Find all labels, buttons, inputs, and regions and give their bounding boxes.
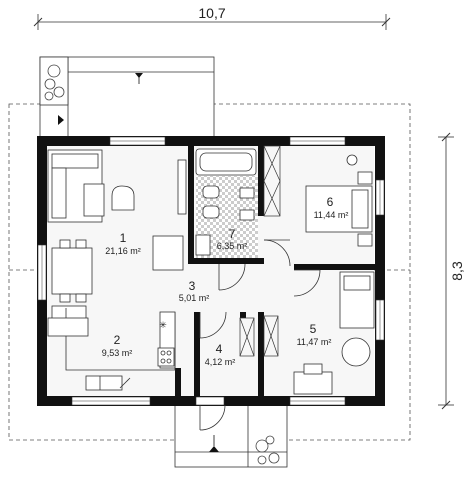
room-6-area: 11,44 m² (314, 210, 349, 220)
width-dimension: 10,7 (33, 5, 391, 30)
room-5-area: 11,47 m² (297, 337, 332, 347)
height-dimension: 8,3 (438, 132, 465, 410)
roof-outline (8, 103, 411, 441)
round-table (341, 337, 371, 367)
sink (85, 375, 123, 391)
toilet (202, 185, 220, 199)
room-4-area: 4,12 m² (205, 357, 236, 367)
dining-table (51, 247, 93, 295)
room-3-number: 3 (189, 279, 196, 293)
room-labels: 1 21,16 m² 2 9,53 m² 3 5,01 m² 4 4,12 m²… (102, 195, 349, 367)
stove (157, 347, 175, 367)
bedroom-furniture (293, 154, 375, 395)
desk (293, 371, 333, 395)
room-4-number: 4 (216, 342, 223, 356)
living-furniture (47, 149, 187, 327)
height-label: 8,3 (449, 261, 465, 281)
room-1-number: 1 (120, 231, 127, 245)
room-2-number: 2 (114, 333, 121, 347)
bathroom-fixtures (195, 148, 257, 256)
kitchen-counter: ✳ (47, 308, 176, 391)
room-5-number: 5 (310, 322, 317, 336)
interior-walls (175, 146, 375, 396)
doors (199, 239, 321, 431)
room-3-area: 5,01 m² (179, 293, 210, 303)
plant-icon (47, 64, 61, 78)
fridge-icon: ✳ (159, 320, 167, 330)
room-1-area: 21,16 m² (105, 246, 141, 256)
room-2-area: 9,53 m² (102, 348, 133, 358)
width-label: 10,7 (198, 5, 225, 21)
back-terrace (174, 404, 288, 468)
room-7-area: 6,35 m² (217, 241, 248, 251)
wardrobes (239, 145, 281, 357)
front-terrace (39, 56, 215, 138)
room-7-number: 7 (229, 227, 236, 241)
room-6-number: 6 (327, 195, 334, 209)
plant-icon (255, 439, 269, 453)
